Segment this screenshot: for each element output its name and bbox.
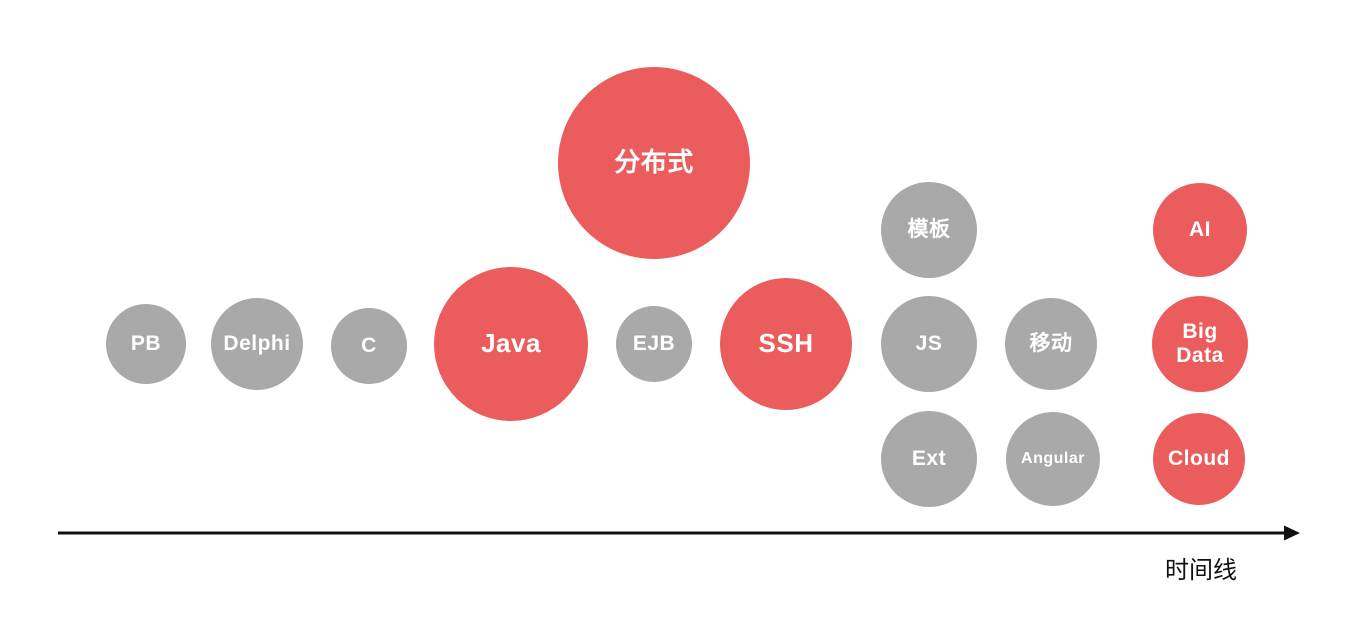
bubble-angular: Angular (1006, 412, 1100, 506)
bubble-java: Java (434, 267, 588, 421)
bubble-ai: AI (1153, 183, 1247, 277)
bubble-delphi: Delphi (211, 298, 303, 390)
bubble-cloud: Cloud (1153, 413, 1245, 505)
timeline-label: 时间线 (1165, 557, 1237, 584)
bubble-pb: PB (106, 304, 186, 384)
bubble-c: C (331, 308, 407, 384)
bubble-template: 模板 (881, 182, 977, 278)
bubble-big-data: Big Data (1152, 296, 1248, 392)
bubble-mobile: 移动 (1005, 298, 1097, 390)
bubble-ssh: SSH (720, 278, 852, 410)
bubble-ejb: EJB (616, 306, 692, 382)
bubble-js: JS (881, 296, 977, 392)
bubble-distributed: 分布式 (558, 67, 750, 259)
bubble-ext: Ext (881, 411, 977, 507)
